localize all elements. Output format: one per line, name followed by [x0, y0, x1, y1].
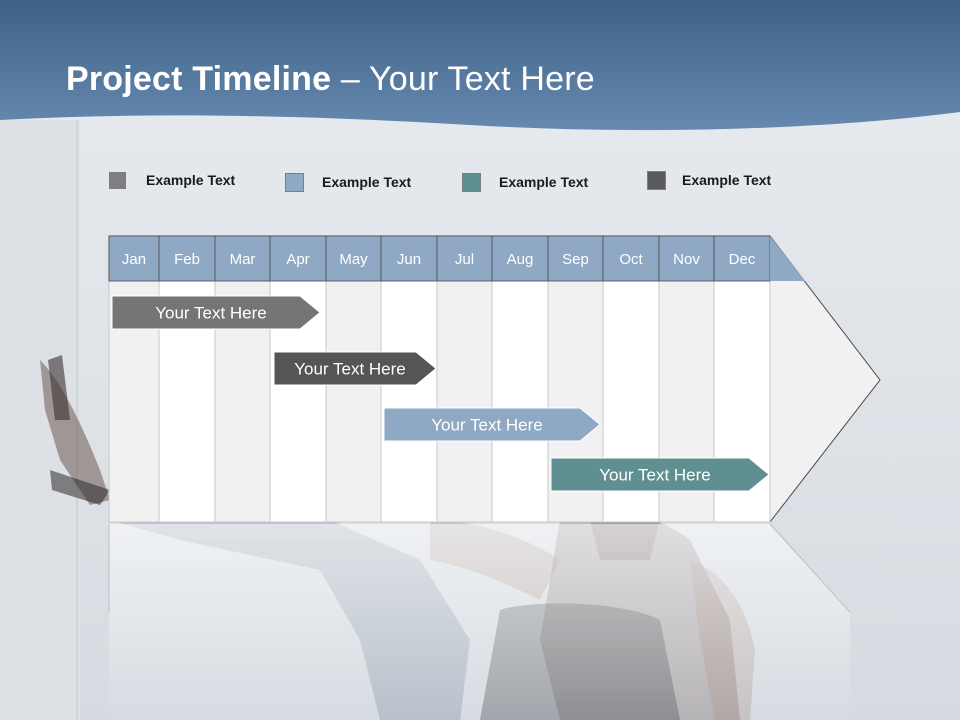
legend-swatch	[647, 170, 666, 190]
task-arrow	[111, 295, 321, 330]
chart-reflection	[109, 524, 850, 720]
month-column	[436, 280, 493, 523]
legend-label: Example Text	[682, 172, 772, 188]
month-label: Sep	[562, 251, 589, 268]
month-label: Nov	[673, 251, 700, 268]
month-header-cell	[491, 235, 549, 282]
month-header-cell	[713, 235, 771, 282]
title-bold: Project Timeline	[66, 60, 332, 98]
header-band	[0, 0, 960, 131]
task-label: Your Text Here	[431, 416, 543, 435]
reflection-edge	[769, 523, 851, 613]
task-arrow	[273, 351, 437, 386]
task-label: Your Text Here	[294, 360, 406, 379]
month-header-cell	[325, 235, 382, 282]
month-label: Jul	[455, 251, 474, 268]
month-column	[491, 280, 549, 523]
month-column	[380, 280, 438, 523]
month-columns: Jan Feb Mar Apr May Jun Jul Aug Sep Oct Nov Dec	[108, 235, 771, 523]
legend-swatch	[462, 172, 481, 192]
month-label: Apr	[286, 251, 309, 268]
month-label: Aug	[507, 251, 534, 268]
month-header-cell	[108, 235, 160, 282]
month-header-cell	[158, 235, 216, 282]
month-label: Jun	[397, 251, 421, 268]
month-label: Jan	[122, 251, 146, 268]
legend-item-4: Example Text	[647, 170, 771, 190]
legend-item-3: Example Text	[462, 172, 588, 192]
task-arrow	[550, 457, 770, 492]
legend-label: Example Text	[146, 172, 236, 188]
legend-swatch	[109, 171, 126, 189]
task-arrow	[383, 407, 601, 442]
month-header-cell	[547, 235, 604, 282]
month-header-cell	[380, 235, 438, 282]
legend-label: Example Text	[322, 174, 412, 190]
title-rest: – Your Text Here	[331, 60, 595, 98]
legend-item-1: Example Text	[109, 170, 235, 190]
month-column	[325, 280, 382, 523]
month-header-cell	[214, 235, 271, 282]
month-label: Oct	[619, 251, 643, 268]
legend-swatch	[285, 172, 304, 192]
legend-label: Example Text	[499, 174, 589, 190]
arrow-tip-header	[770, 236, 805, 281]
task-label: Your Text Here	[599, 466, 711, 485]
month-label: May	[339, 251, 368, 268]
legend-item-2: Example Text	[285, 172, 411, 192]
month-header-cell	[436, 235, 493, 282]
month-label: Feb	[174, 251, 200, 268]
page-title: Project Timeline – Your Text Here	[66, 60, 595, 99]
month-label: Mar	[230, 251, 256, 268]
task-label: Your Text Here	[155, 304, 267, 323]
month-label: Dec	[729, 251, 756, 268]
